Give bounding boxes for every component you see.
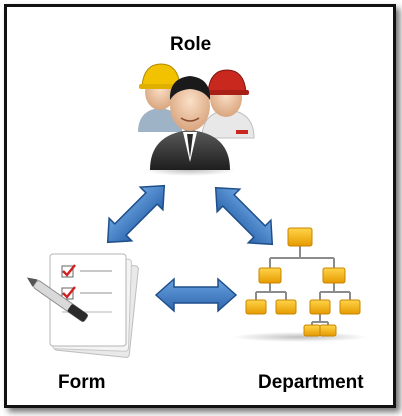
checkbox-1: [61, 264, 112, 278]
org-chart-icon: [232, 227, 368, 342]
pen-icon: [26, 277, 88, 322]
checklist-form-icon: [26, 253, 139, 358]
org-box-top: [287, 227, 313, 247]
worker-yellow-hardhat: [138, 63, 183, 132]
checkbox-2: [61, 286, 112, 300]
businessman: [144, 76, 236, 176]
org-box-right: [322, 267, 346, 284]
arrow-form-department: [154, 277, 238, 313]
form-label: Form: [58, 372, 106, 393]
red-hardhat: [207, 69, 247, 93]
people-group-icon: [138, 63, 255, 176]
arrow-role-form: [106, 184, 166, 244]
worker-red-hardhat: [201, 69, 255, 139]
arrow-role-department: [214, 186, 274, 246]
role-label: Role: [170, 34, 212, 55]
org-box-left: [258, 267, 282, 284]
department-label: Department: [258, 372, 364, 393]
yellow-hardhat: [141, 63, 181, 87]
